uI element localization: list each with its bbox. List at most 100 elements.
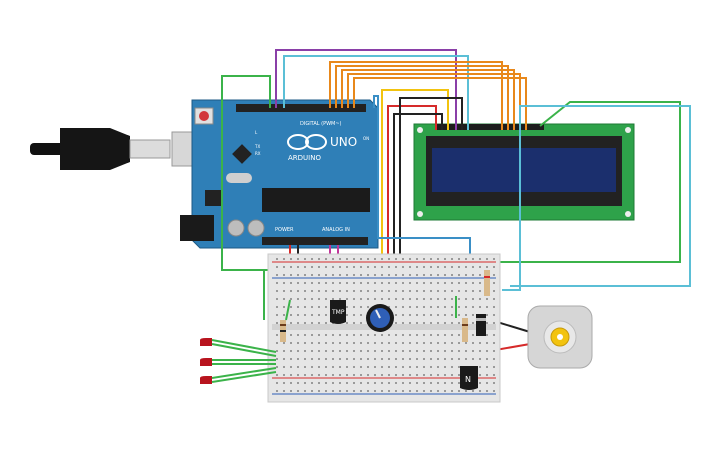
breadboard-hole	[402, 390, 404, 392]
breadboard-hole	[416, 274, 418, 276]
lcd-screen	[432, 148, 616, 192]
breadboard-hole	[430, 366, 432, 368]
breadboard-hole	[304, 390, 306, 392]
breadboard-hole	[297, 290, 299, 292]
breadboard-hole	[297, 334, 299, 336]
breadboard-hole	[458, 342, 460, 344]
breadboard-hole	[430, 350, 432, 352]
breadboard-hole	[353, 322, 355, 324]
breadboard-hole	[423, 390, 425, 392]
breadboard-hole	[339, 374, 341, 376]
breadboard-hole	[430, 258, 432, 260]
breadboard-hole	[402, 298, 404, 300]
breadboard-hole	[360, 334, 362, 336]
arduino-brand: ARDUINO	[288, 154, 321, 162]
breadboard-hole	[486, 322, 488, 324]
breadboard-hole	[465, 314, 467, 316]
breadboard-hole	[374, 274, 376, 276]
breadboard-hole	[332, 290, 334, 292]
breadboard-hole	[437, 290, 439, 292]
breadboard-hole	[325, 282, 327, 284]
breadboard-hole	[395, 334, 397, 336]
breadboard-hole	[437, 374, 439, 376]
arduino-board: ARDUINO UNO DIGITAL (PWM~) ANALOG IN POW…	[180, 99, 379, 249]
breadboard-hole	[325, 306, 327, 308]
transistor: N	[460, 366, 478, 390]
breadboard-hole	[458, 266, 460, 268]
breadboard-hole	[409, 298, 411, 300]
breadboard-hole	[402, 258, 404, 260]
breadboard-hole	[388, 382, 390, 384]
breadboard-hole	[395, 290, 397, 292]
breadboard-hole	[283, 258, 285, 260]
breadboard-hole	[297, 374, 299, 376]
breadboard-hole	[374, 334, 376, 336]
breadboard-hole	[409, 342, 411, 344]
breadboard-hole	[311, 374, 313, 376]
breadboard-hole	[493, 366, 495, 368]
breadboard-hole	[409, 374, 411, 376]
breadboard-hole	[381, 334, 383, 336]
breadboard-hole	[437, 274, 439, 276]
breadboard-hole	[367, 290, 369, 292]
potentiometer[interactable]	[366, 304, 394, 332]
breadboard-hole	[276, 274, 278, 276]
breadboard-hole	[360, 306, 362, 308]
breadboard-hole	[325, 274, 327, 276]
breadboard-hole	[388, 334, 390, 336]
breadboard-hole	[318, 258, 320, 260]
breadboard-hole	[388, 258, 390, 260]
breadboard-hole	[374, 290, 376, 292]
breadboard-hole	[297, 266, 299, 268]
breadboard-hole	[388, 266, 390, 268]
breadboard-hole	[325, 342, 327, 344]
breadboard-hole	[486, 298, 488, 300]
breadboard-hole	[297, 306, 299, 308]
breadboard-hole	[486, 314, 488, 316]
breadboard-hole	[430, 314, 432, 316]
breadboard-hole	[381, 350, 383, 352]
breadboard-hole	[423, 358, 425, 360]
breadboard-hole	[318, 390, 320, 392]
breadboard-hole	[374, 366, 376, 368]
breadboard-hole	[486, 374, 488, 376]
breadboard-hole	[346, 266, 348, 268]
breadboard-hole	[339, 274, 341, 276]
breadboard-hole	[437, 350, 439, 352]
breadboard-hole	[297, 258, 299, 260]
breadboard-hole	[346, 290, 348, 292]
breadboard-hole	[444, 350, 446, 352]
breadboard-hole	[402, 350, 404, 352]
breadboard-hole	[388, 374, 390, 376]
breadboard-hole	[311, 306, 313, 308]
breadboard-hole	[437, 390, 439, 392]
breadboard-hole	[437, 306, 439, 308]
arduino-model: UNO	[330, 135, 357, 149]
breadboard-hole	[388, 282, 390, 284]
breadboard-hole	[332, 374, 334, 376]
breadboard-hole	[395, 306, 397, 308]
breadboard-hole	[318, 266, 320, 268]
breadboard-hole	[283, 282, 285, 284]
breadboard-hole	[325, 366, 327, 368]
digital-label: DIGITAL (PWM~)	[300, 121, 342, 127]
breadboard-hole	[444, 358, 446, 360]
breadboard-hole	[493, 298, 495, 300]
breadboard-hole	[276, 390, 278, 392]
breadboard-hole	[493, 342, 495, 344]
breadboard-hole	[367, 266, 369, 268]
breadboard-hole	[346, 374, 348, 376]
breadboard-hole	[451, 298, 453, 300]
breadboard-hole	[416, 366, 418, 368]
breadboard-hole	[388, 390, 390, 392]
breadboard-hole	[318, 358, 320, 360]
breadboard-hole	[276, 382, 278, 384]
breadboard-hole	[346, 298, 348, 300]
breadboard-hole	[304, 350, 306, 352]
breadboard-hole	[458, 290, 460, 292]
breadboard-hole	[486, 342, 488, 344]
breadboard-hole	[325, 350, 327, 352]
breadboard-hole	[304, 374, 306, 376]
breadboard-hole	[444, 266, 446, 268]
breadboard-hole	[409, 274, 411, 276]
